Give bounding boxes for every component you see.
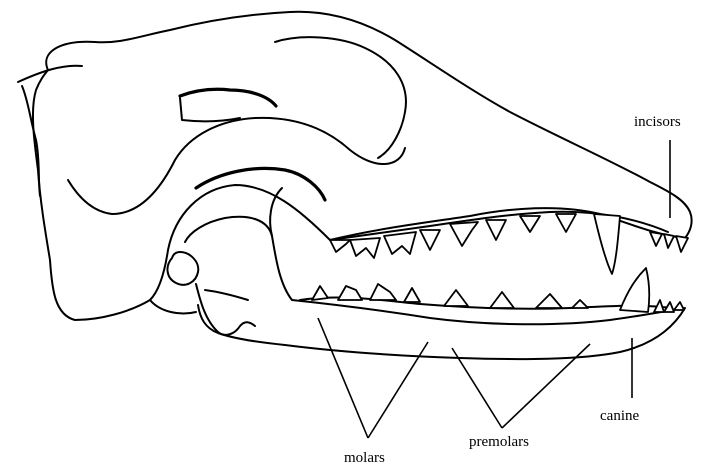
coronoid-line (205, 290, 248, 300)
upper-canine (594, 214, 620, 274)
zygomatic-curve (68, 118, 405, 214)
lower-molar (312, 286, 328, 300)
occipital-edge (22, 86, 40, 196)
upper-incisor (650, 232, 662, 246)
label-premolars: premolars (469, 434, 529, 451)
upper-premolar (384, 232, 416, 254)
upper-teeth (330, 214, 688, 274)
orbit-window-lower (180, 98, 240, 121)
cranium-outline (33, 12, 692, 320)
zygomatic-arch (196, 168, 325, 200)
eye-orbit-lobe (275, 37, 406, 158)
orbit-window (180, 89, 276, 106)
angular-process (196, 284, 255, 335)
lower-premolar (404, 288, 420, 302)
upper-incisor (664, 234, 674, 248)
upper-premolar (420, 230, 440, 250)
premolars-leader-left (452, 348, 502, 428)
lower-premolar (572, 300, 588, 308)
lower-canine (620, 268, 649, 312)
label-leaders (318, 140, 670, 438)
lower-premolar (444, 290, 468, 306)
upper-premolar (486, 220, 506, 240)
lower-premolar (536, 294, 562, 308)
molars-leader-right (368, 342, 428, 438)
upper-premolar (556, 214, 576, 232)
lower-molar (338, 286, 362, 300)
upper-molar (350, 238, 380, 258)
label-incisors: incisors (634, 114, 681, 131)
lower-premolar (490, 292, 514, 308)
condyle (167, 252, 198, 285)
upper-incisor (676, 236, 688, 252)
temporal-line (18, 66, 82, 82)
bulla (150, 300, 196, 314)
upper-premolar (450, 222, 478, 246)
upper-premolar (520, 216, 540, 232)
lower-molar (370, 284, 396, 300)
molars-leader-left (318, 318, 368, 438)
lower-teeth (312, 268, 684, 312)
label-canine: canine (600, 408, 639, 425)
upper-molar (330, 240, 350, 252)
label-molars: molars (344, 450, 385, 467)
premolars-leader-right (502, 344, 590, 428)
lower-incisor (674, 302, 684, 310)
